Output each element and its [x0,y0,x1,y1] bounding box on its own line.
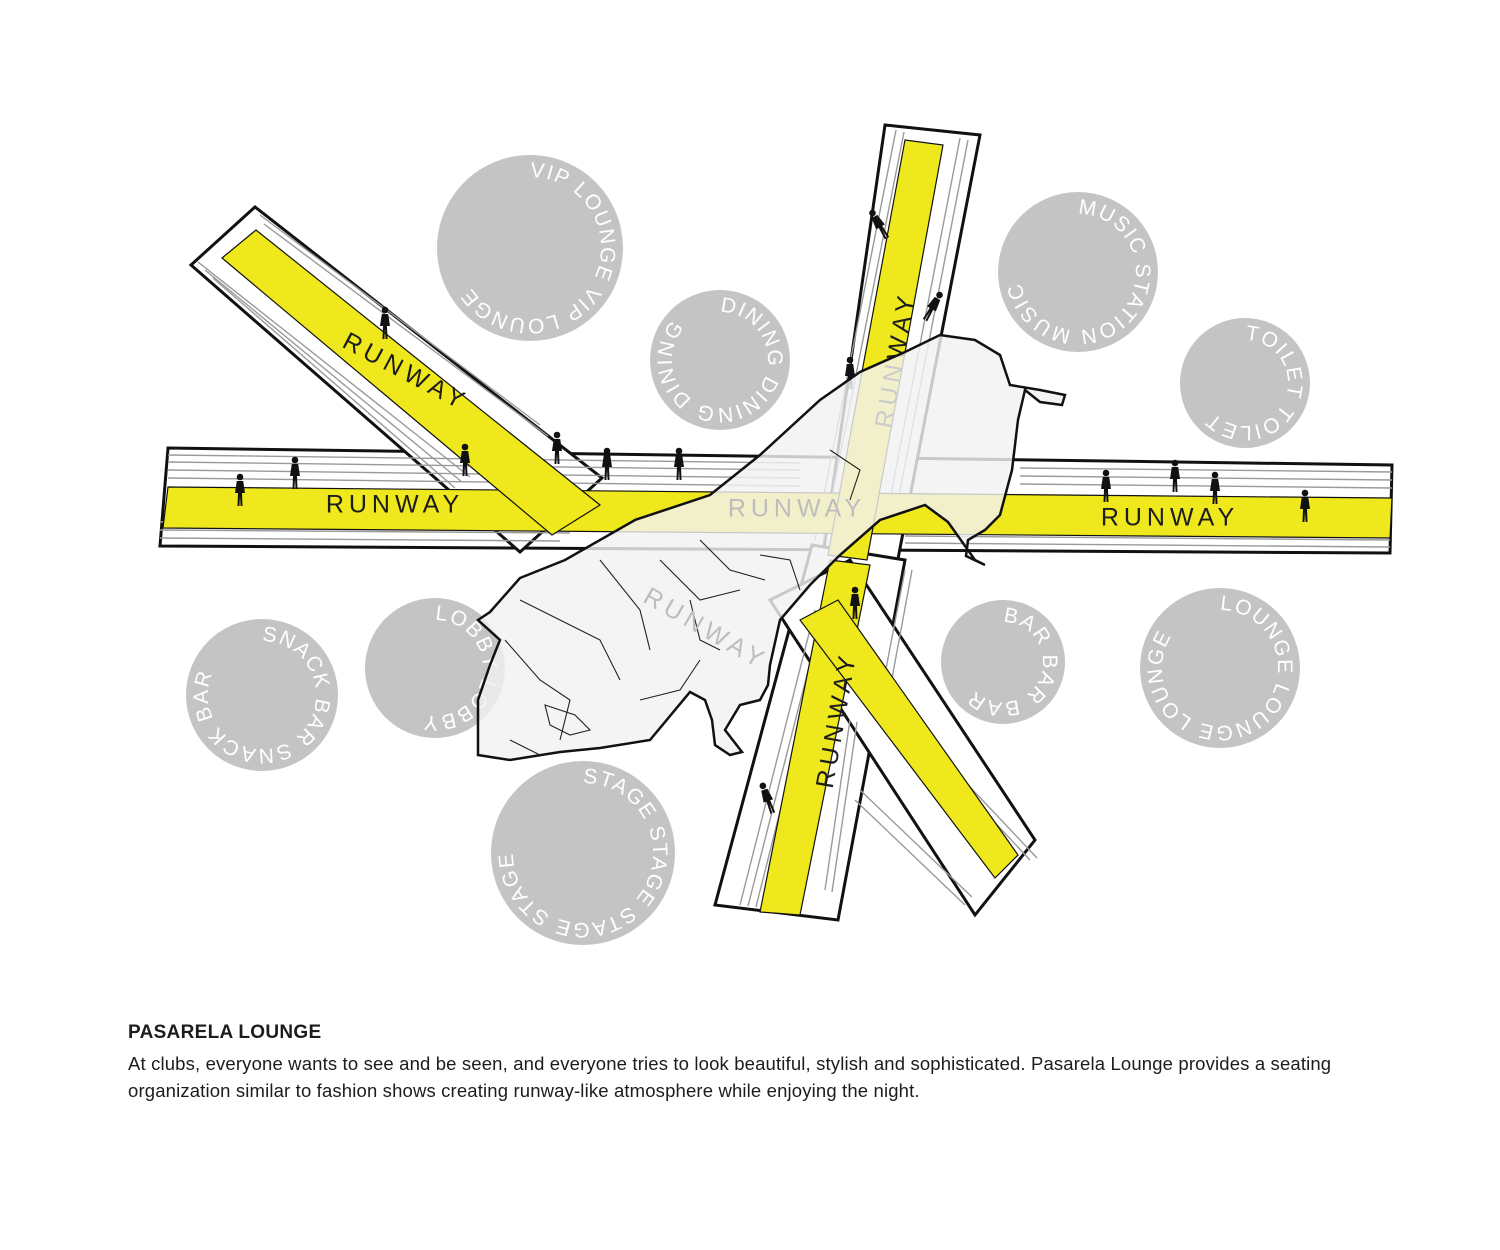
zone-circle [1180,318,1310,448]
caption-body: At clubs, everyone wants to see and be s… [128,1053,1332,1101]
zone-circle [365,598,505,738]
cat-figure [475,333,1067,762]
walkway-southeast [799,599,1019,879]
zone-circle [1140,588,1300,748]
cat-body [475,333,1067,762]
zone-snack: SNACK BAR SNACK BAR [186,619,338,771]
runway-center-label: RUNWAY [728,495,866,523]
runway-west-label: RUNWAY [326,491,464,519]
zone-dining: DINING DINING DINING [650,290,790,430]
zone-stage: STAGE STAGE STAGE STAGE [491,761,675,945]
zone-circle [998,192,1158,352]
zone-circle [491,761,675,945]
zone-circle [650,290,790,430]
zone-circle [186,619,338,771]
zone-toilet: TOILET TOILET [1180,318,1310,448]
runway-east-label: RUNWAY [1101,504,1239,532]
zone-vip: VIP LOUNGE VIP LOUNGE [437,155,623,341]
caption: PASARELA LOUNGE At clubs, everyone wants… [128,1022,1388,1104]
zone-lounge: LOUNGE LOUNGE LOUNGE [1140,588,1300,748]
zone-music: MUSIC STATION MUSIC [998,192,1158,352]
caption-title: PASARELA LOUNGE [128,1022,322,1043]
zone-circle [941,600,1065,724]
zone-bar: BAR BAR BAR [941,600,1065,724]
zone-circle [437,155,623,341]
walkway-diagonal [221,229,602,536]
